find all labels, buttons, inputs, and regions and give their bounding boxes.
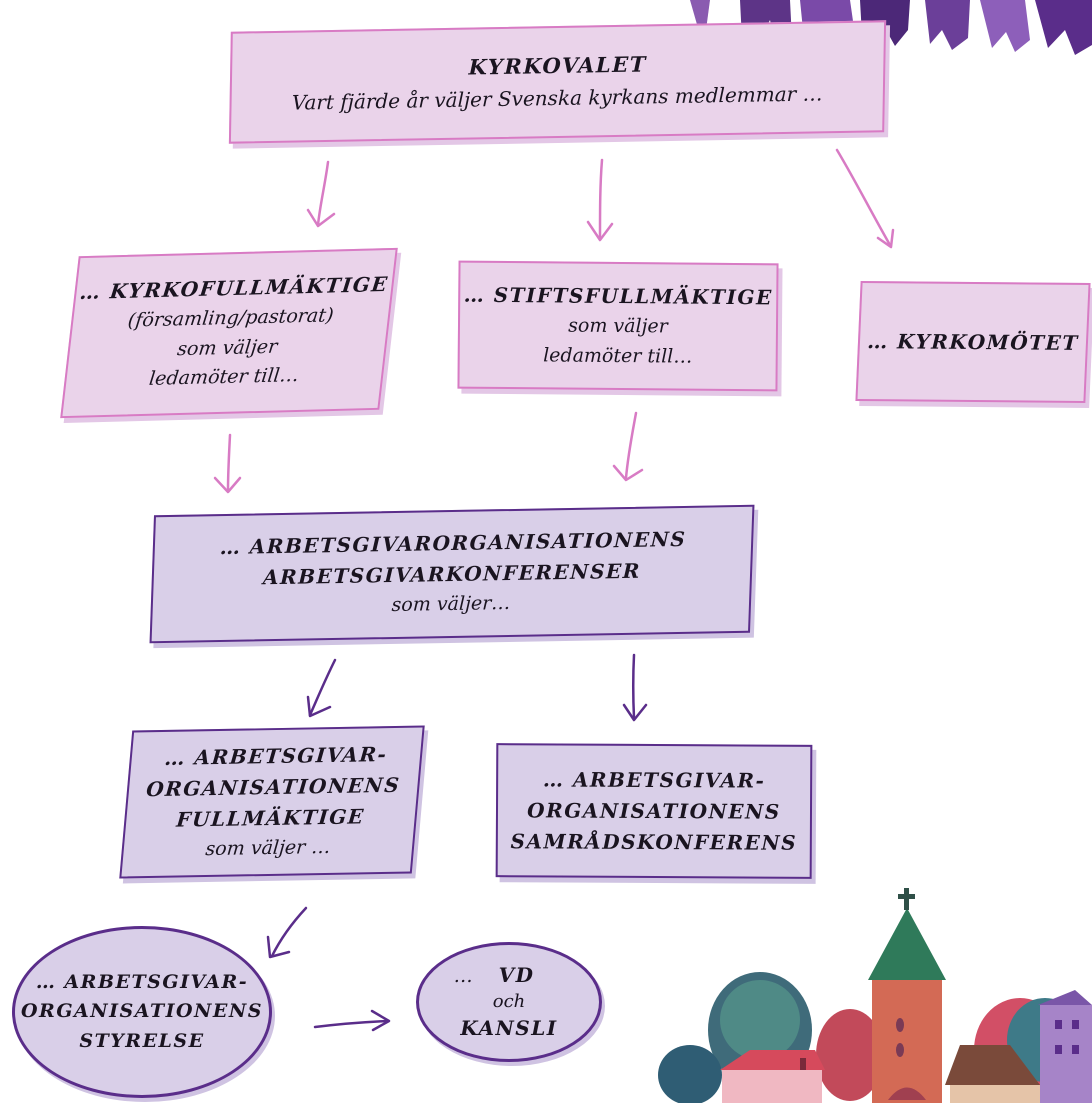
- ao-fullmaktige-line4: som väljer …: [204, 835, 332, 860]
- samrad-line3: SAMRÅDSKONFERENS: [510, 828, 798, 855]
- arrow-to-ao-fullmaktige: [308, 658, 337, 717]
- vd-och: och: [492, 991, 526, 1013]
- styrelse-line1: … ARBETSGIVAR-: [35, 970, 249, 993]
- samrad-line2: ORGANISATIONENS: [527, 797, 781, 824]
- kyrkomotet-title: … KYRKOMÖTET: [866, 328, 1080, 355]
- kyrkofullmaktige-title: … KYRKOFULLMÄKTIGE: [78, 272, 390, 305]
- kyrkovalet-box: KYRKOVALET Vart fjärde år väljer Svenska…: [228, 20, 887, 144]
- kansli-label: KANSLI: [460, 1016, 558, 1041]
- arrow-to-styrelse: [270, 906, 308, 958]
- vd-label: VD: [498, 962, 535, 987]
- stiftsfullmaktige-line1: som väljer: [568, 314, 668, 338]
- styrelse-line2: ORGANISATIONENS: [20, 1000, 263, 1023]
- kyrkofullmaktige-line3: ledamöter till…: [147, 364, 301, 391]
- kyrkovalet-text: Vart fjärde år väljer Svenska kyrkans me…: [291, 81, 823, 115]
- arrow-to-kyrkomotet: [835, 148, 892, 247]
- konferenser-line2: ARBETSGIVARKONFERENSER: [262, 558, 642, 590]
- stiftsfullmaktige-box: … STIFTSFULLMÄKTIGE som väljer ledamöter…: [457, 260, 779, 392]
- kyrkofullmaktige-line2: som väljer: [176, 335, 279, 361]
- kyrkofullmaktige-line1: (församling/pastorat): [126, 304, 335, 333]
- styrelse-oval: … ARBETSGIVAR- ORGANISATIONENS STYRELSE: [12, 926, 272, 1098]
- arrow-to-kyrkofullmaktige: [316, 160, 330, 227]
- ao-fullmaktige-line3: FULLMÄKTIGE: [175, 804, 366, 832]
- church-illustration: [658, 888, 1092, 1103]
- arrow-to-stiftsfullmaktige: [598, 158, 604, 240]
- arrow-kyrkofm-to-konferenser: [226, 433, 232, 492]
- kyrkofullmaktige-box: … KYRKOFULLMÄKTIGE (församling/pastorat)…: [60, 247, 398, 419]
- ao-fullmaktige-line1: … ARBETSGIVAR-: [163, 741, 389, 770]
- kyrkovalet-title: KYRKOVALET: [468, 51, 648, 80]
- stiftsfullmaktige-title: … STIFTSFULLMÄKTIGE: [463, 282, 773, 310]
- vd-line: … VD: [454, 960, 535, 991]
- arrow-to-samradskonferens: [632, 653, 636, 720]
- stiftsfullmaktige-line2: ledamöter till…: [543, 343, 693, 368]
- styrelse-line3: STYRELSE: [79, 1029, 205, 1052]
- samradskonferens-box: … ARBETSGIVAR- ORGANISATIONENS SAMRÅDSKO…: [495, 743, 813, 879]
- samrad-line1: … ARBETSGIVAR-: [542, 766, 766, 793]
- vd-kansli-oval: … VD och KANSLI: [416, 942, 602, 1062]
- arrow-styrelse-to-vd: [313, 1019, 390, 1029]
- vd-prefix: …: [453, 964, 473, 987]
- arrow-stiftsfm-to-konferenser: [624, 411, 638, 480]
- arbetsgivarkonferenser-box: … ARBETSGIVARORGANISATIONENS ARBETSGIVAR…: [149, 504, 755, 644]
- ao-fullmaktige-line2: ORGANISATIONENS: [145, 772, 402, 801]
- kyrkomotet-box: … KYRKOMÖTET: [855, 280, 1091, 404]
- ao-fullmaktige-box: … ARBETSGIVAR- ORGANISATIONENS FULLMÄKTI…: [119, 725, 425, 879]
- konferenser-line3: som väljer…: [391, 592, 511, 617]
